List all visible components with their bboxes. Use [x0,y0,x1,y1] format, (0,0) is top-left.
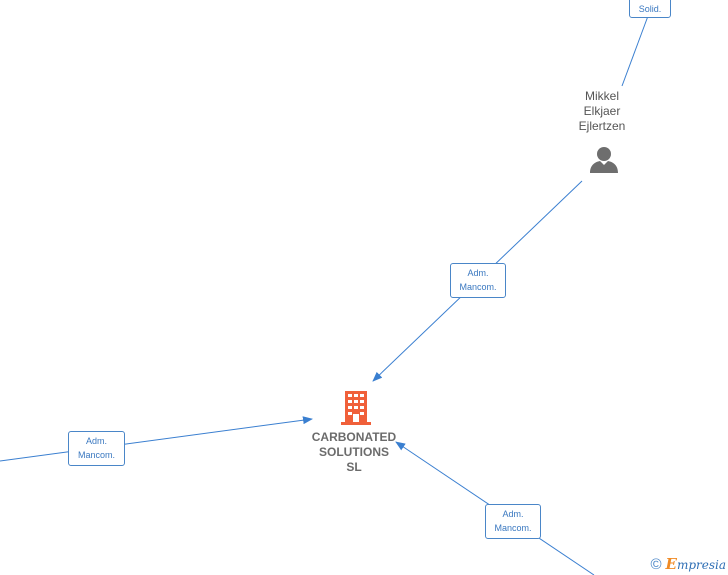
building-icon[interactable] [339,390,373,426]
person-name-line-3: Ejlertzen [578,119,626,133]
edge-label-left-company[interactable]: Adm. Mancom. [68,431,125,466]
edge-label-left-company-line-2: Mancom. [77,450,115,460]
person-icon[interactable] [589,145,619,174]
edge-label-solid-text: Solid. [638,4,662,14]
brand-name: Empresia [666,555,727,573]
edge-label-bottom-company[interactable]: Adm. Mancom. [485,504,541,539]
company-name-line-2: SOLUTIONS [318,445,389,459]
edge-left-to-company [0,416,313,462]
person-name-line-2: Elkjaer [583,104,621,118]
person-node-name[interactable]: Mikkel Elkjaer Ejlertzen [562,89,642,134]
edge-solid-to-person [621,15,649,87]
brand-rest: mpresia [676,558,726,572]
company-name-line-1: CARBONATED [311,430,397,444]
edge-label-left-company-line-1: Adm. [85,436,107,446]
company-node-name[interactable]: CARBONATED SOLUTIONS SL [304,430,404,475]
edge-label-person-company-line-2: Mancom. [459,282,497,292]
edge-label-person-company[interactable]: Adm. Mancom. [450,263,506,298]
brand-initial: E [665,555,677,573]
person-name-line-1: Mikkel [584,89,619,103]
edge-label-bottom-company-line-2: Mancom. [494,523,532,533]
edge-label-solid[interactable]: Solid. [629,0,671,18]
company-name-line-3: SL [346,460,362,474]
empresia-watermark: © Empresia [650,555,726,573]
edge-label-bottom-company-line-1: Adm. [502,509,524,519]
copyright-symbol: © [650,555,662,573]
edge-label-person-company-line-1: Adm. [467,268,489,278]
